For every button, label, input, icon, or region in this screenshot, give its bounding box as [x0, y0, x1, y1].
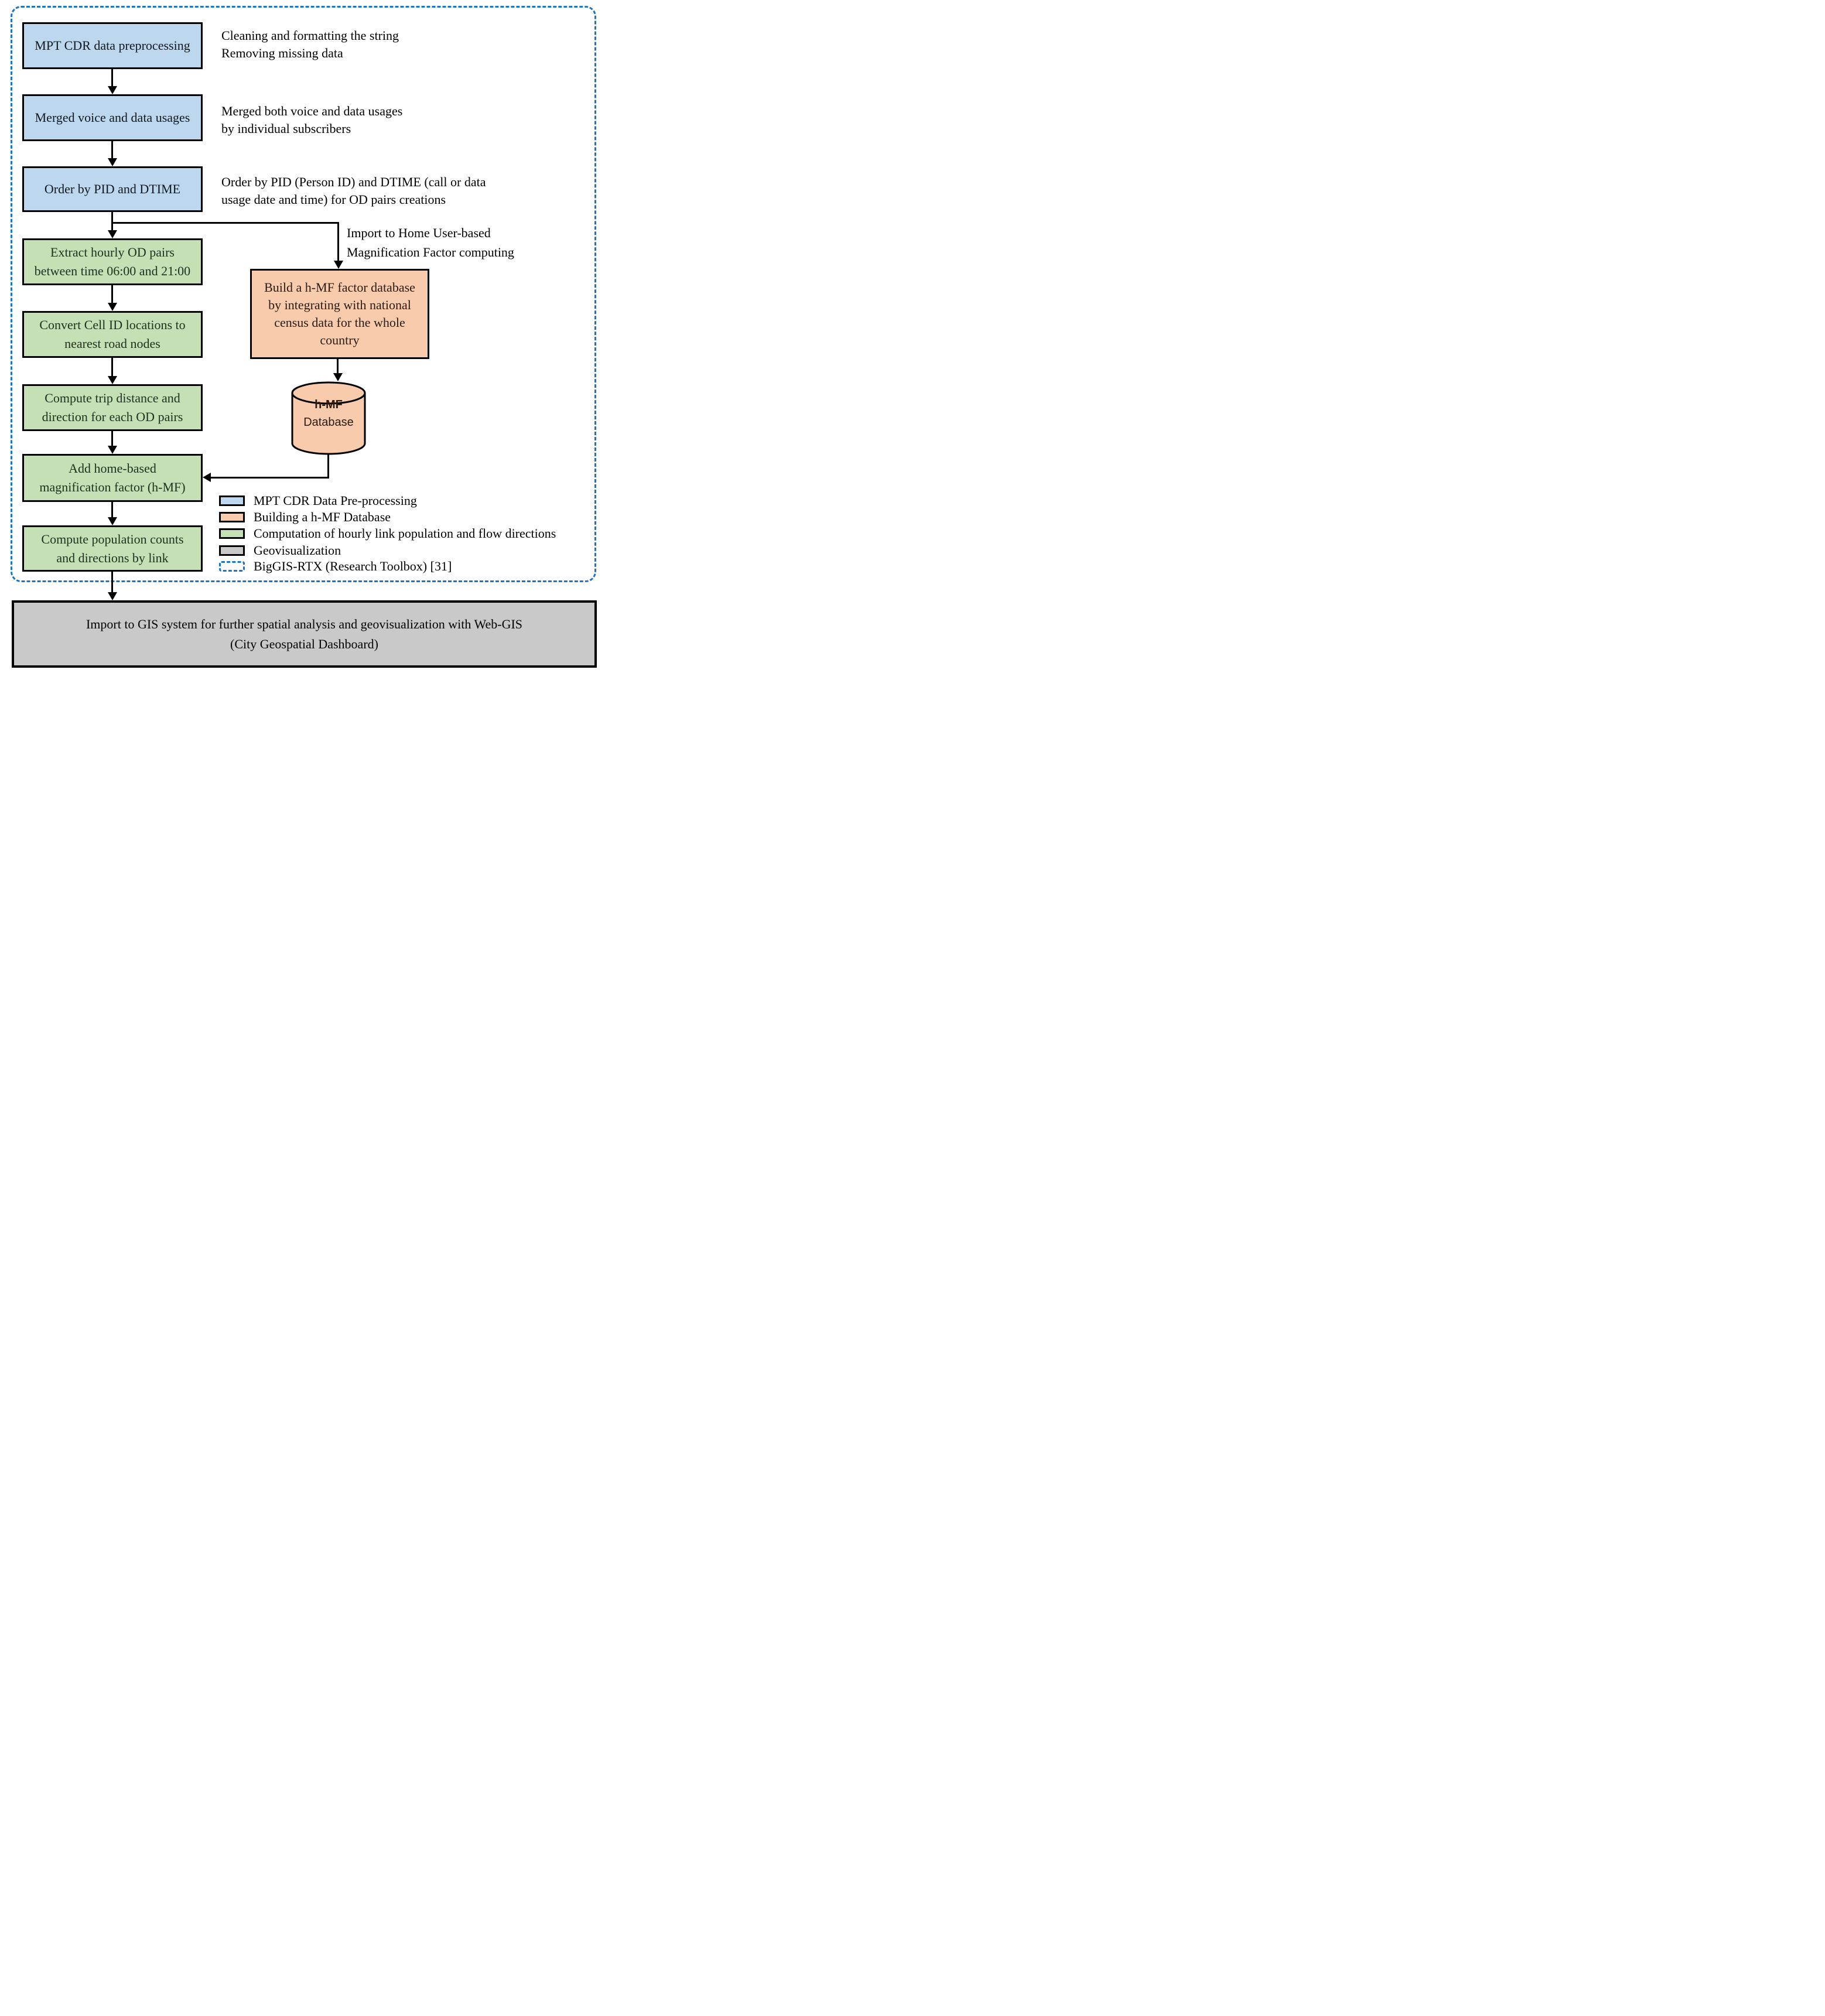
box-label: direction for each OD pairs	[42, 409, 183, 424]
annotation-line: by individual subscribers	[221, 121, 351, 136]
arrowhead-down	[108, 86, 117, 94]
box-label: Import to GIS system for further spatial…	[86, 616, 523, 631]
box-label: by integrating with national	[268, 298, 411, 312]
annotation-order-pid-dtime: Order by PID (Person ID) and DTIME (call…	[221, 173, 486, 209]
legend-swatch-green	[219, 528, 245, 539]
legend-swatch-orange	[219, 512, 245, 522]
legend-label: BigGIS-RTX (Research Toolbox) [31]	[254, 559, 452, 573]
box-label: and directions by link	[56, 550, 169, 565]
box-label: (City Geospatial Dashboard)	[230, 636, 378, 651]
cylinder-title: h-MF	[315, 398, 343, 411]
annotation-line: usage date and time) for OD pairs creati…	[221, 192, 446, 207]
arrowhead-down	[108, 592, 117, 600]
box-label: Add home-based	[69, 461, 156, 476]
arrowhead-down	[108, 230, 117, 238]
arrow-line	[327, 453, 329, 479]
box-label: Extract hourly OD pairs	[50, 245, 175, 259]
annotation-line: Merged both voice and data usages	[221, 104, 403, 118]
legend-item-biggis-rtx: BigGIS-RTX (Research Toolbox) [31]	[219, 559, 452, 574]
annotation-line: Cleaning and formatting the string	[221, 28, 399, 43]
box-label: country	[320, 333, 360, 347]
annotation-line: Import to Home User-based	[347, 225, 491, 240]
arrow-line	[111, 431, 113, 446]
legend-label: Building a h-MF Database	[254, 510, 391, 524]
annotation-merged-voice-data: Merged both voice and data usages by ind…	[221, 102, 402, 138]
legend-item-hmf-database: Building a h-MF Database	[219, 510, 391, 525]
box-label: magnification factor (h-MF)	[39, 480, 186, 494]
branch-line	[111, 222, 339, 224]
box-label: Merged voice and data usages	[35, 110, 190, 125]
arrow-line	[337, 359, 339, 374]
arrow-line	[111, 572, 113, 593]
arrowhead-down	[108, 303, 117, 311]
legend-label: Geovisualization	[254, 543, 341, 558]
arrow-line	[111, 212, 113, 231]
arrow-line	[111, 141, 113, 159]
arrow-line	[211, 477, 329, 479]
legend-swatch-blue	[219, 496, 245, 506]
box-label: nearest road nodes	[64, 336, 160, 351]
biggis-rtx-toolbox-boundary	[11, 6, 596, 582]
legend-swatch-gray	[219, 545, 245, 556]
box-label: between time 06:00 and 21:00	[34, 264, 191, 278]
box-label: Compute population counts	[41, 531, 184, 546]
cylinder-hmf-database	[291, 381, 366, 455]
box-label: MPT CDR data preprocessing	[35, 38, 190, 53]
arrowhead-down	[334, 261, 343, 269]
flowchart: MPT CDR data preprocessing Merged voice …	[0, 0, 609, 672]
arrow-line	[111, 502, 113, 518]
cylinder-subtitle: Database	[303, 416, 354, 429]
box-label: census data for the whole	[274, 315, 405, 330]
arrowhead-down	[108, 158, 117, 166]
arrow-line	[111, 358, 113, 377]
box-convert-cellid-to-road-nodes: Convert Cell ID locations to nearest roa…	[22, 311, 203, 358]
annotation-import-hmf-computing: Import to Home User-based Magnification …	[347, 223, 514, 262]
arrowhead-left	[203, 473, 211, 482]
legend-swatch-dashed-outline	[219, 561, 245, 572]
annotation-line: Magnification Factor computing	[347, 245, 514, 259]
legend-item-computation: Computation of hourly link population an…	[219, 526, 556, 541]
legend-item-geovisualization: Geovisualization	[219, 543, 341, 558]
box-compute-population-counts: Compute population counts and directions…	[22, 525, 203, 572]
annotation-line: Removing missing data	[221, 46, 343, 60]
box-add-hmf-factor: Add home-based magnification factor (h-M…	[22, 454, 203, 502]
branch-line	[337, 222, 339, 261]
legend-label: Computation of hourly link population an…	[254, 526, 556, 541]
legend-item-mpt-cdr: MPT CDR Data Pre-processing	[219, 493, 417, 508]
arrowhead-down	[108, 446, 117, 454]
annotation-cleaning-formatting: Cleaning and formatting the string Remov…	[221, 27, 399, 62]
box-label: Compute trip distance and	[45, 391, 180, 405]
box-import-gis-geovisualization: Import to GIS system for further spatial…	[12, 600, 597, 668]
box-extract-hourly-od-pairs: Extract hourly OD pairs between time 06:…	[22, 238, 203, 285]
legend-label: MPT CDR Data Pre-processing	[254, 493, 417, 508]
cylinder-hmf-database-label: h-MF Database	[291, 396, 366, 431]
arrow-line	[111, 69, 113, 87]
arrowhead-down	[333, 373, 343, 381]
box-label: Build a h-MF factor database	[264, 280, 415, 295]
box-merged-voice-data: Merged voice and data usages	[22, 94, 203, 141]
arrowhead-down	[108, 376, 117, 384]
arrowhead-down	[108, 517, 117, 525]
box-label: Order by PID and DTIME	[44, 182, 181, 196]
box-order-pid-dtime: Order by PID and DTIME	[22, 166, 203, 212]
box-build-hmf-database: Build a h-MF factor database by integrat…	[250, 269, 429, 359]
arrow-line	[111, 285, 113, 303]
box-mpt-cdr-preprocessing: MPT CDR data preprocessing	[22, 22, 203, 69]
annotation-line: Order by PID (Person ID) and DTIME (call…	[221, 175, 486, 189]
box-label: Convert Cell ID locations to	[39, 317, 186, 332]
box-compute-trip-distance-direction: Compute trip distance and direction for …	[22, 384, 203, 431]
